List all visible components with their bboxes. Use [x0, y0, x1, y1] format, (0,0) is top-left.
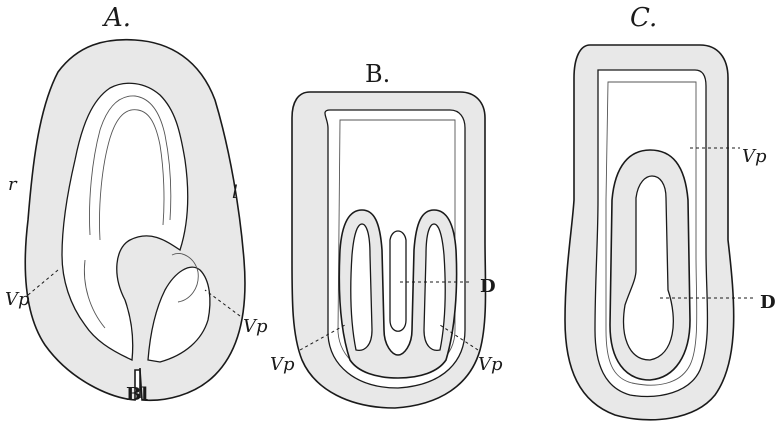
figure-b-fold-center [390, 231, 406, 331]
figure-a-label-bl: Bl [126, 384, 148, 405]
figure-b: B. D Vp Vp [270, 60, 503, 408]
figure-c-label-d: D [760, 292, 776, 313]
figure-b-label-vp-left: Vp [270, 354, 295, 375]
figure-a-label-vp-right: Vp [243, 316, 268, 337]
figure-a-label-r: r [8, 174, 18, 195]
figure-c-label-vp: Vp [742, 146, 767, 167]
figure-a: A. r l Bl Vp Vp [5, 3, 268, 405]
figure-b-label-d: D [480, 276, 496, 297]
figure-b-label-vp-right: Vp [478, 354, 503, 375]
figure-b-fold-core-left [351, 224, 372, 350]
figure-c: C. Vp D [565, 3, 776, 420]
figure-a-title: A. [102, 3, 131, 33]
figure-c-title: C. [630, 3, 657, 33]
figure-b-title: B. [365, 60, 390, 88]
figure-b-fold-core-right [424, 224, 445, 350]
figure-a-label-l: l [232, 182, 238, 203]
figure-a-label-vp-left: Vp [5, 289, 30, 310]
